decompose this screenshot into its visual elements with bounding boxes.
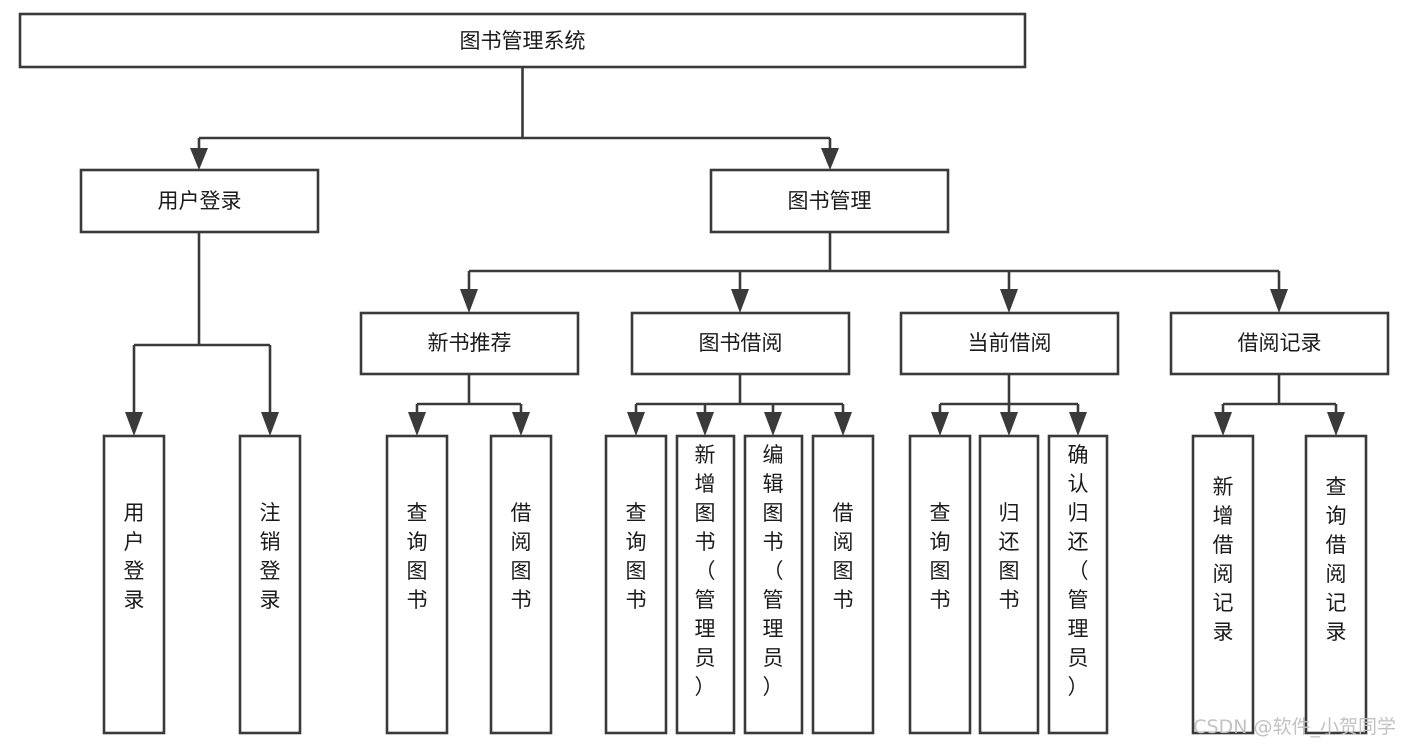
leaf-query-book-2-label: 查询图书 — [626, 501, 647, 612]
leaf-edit-book-box[interactable] — [743, 434, 804, 735]
node-borrow-record[interactable]: 借阅记录 — [1169, 311, 1390, 376]
node-current-borrow[interactable]: 当前借阅 — [899, 311, 1120, 376]
leaf-borrow-book-1[interactable]: 借阅图书 — [489, 434, 553, 735]
arrowhead-leaf-user-login — [125, 412, 143, 436]
arrowhead-borrow-record — [1270, 289, 1288, 313]
leaf-query-book-3[interactable]: 查询图书 — [908, 434, 972, 735]
leaf-query-book-2-box[interactable] — [604, 434, 668, 735]
node-current-borrow-label: 当前借阅 — [968, 331, 1052, 355]
leaf-confirm-return-box[interactable] — [1047, 434, 1109, 735]
leaf-edit-book[interactable]: 编辑图书（管理员） — [743, 434, 804, 735]
leaf-borrow-book-2[interactable]: 借阅图书 — [811, 434, 875, 735]
arrowhead-new-book-recommend — [460, 289, 478, 313]
leaf-add-book[interactable]: 新增图书（管理员） — [675, 434, 736, 735]
arrowhead-leaf-borrow-book-2 — [834, 412, 852, 436]
leaf-borrow-book-1-label: 借阅图书 — [511, 501, 532, 612]
leaf-query-book-1[interactable]: 查询图书 — [385, 434, 449, 735]
node-root[interactable]: 图书管理系统 — [18, 12, 1027, 69]
leaf-return-book-label: 归还图书 — [999, 501, 1020, 612]
leaf-add-record[interactable]: 新增借阅记录 — [1191, 434, 1255, 735]
leaf-query-book-1-label: 查询图书 — [407, 501, 428, 612]
leaf-add-record-label: 新增借阅记录 — [1213, 475, 1234, 644]
leaf-query-book-3-box[interactable] — [908, 434, 972, 735]
leaf-user-login-label: 用户登录 — [124, 501, 145, 612]
leaf-add-book-box[interactable] — [675, 434, 736, 735]
leaf-logout-login-label: 注销登录 — [260, 501, 281, 612]
watermark: CSDN @软件_小贺同学 — [1193, 716, 1396, 738]
arrowhead-leaf-query-book-3 — [931, 412, 949, 436]
leaf-query-record[interactable]: 查询借阅记录 — [1304, 434, 1368, 735]
leaf-query-book-1-box[interactable] — [385, 434, 449, 735]
arrowhead-leaf-query-book-1 — [408, 412, 426, 436]
leaf-user-login-box[interactable] — [102, 434, 166, 735]
leaf-query-book-3-label: 查询图书 — [930, 501, 951, 612]
arrowhead-leaf-query-book-2 — [627, 412, 645, 436]
arrowhead-current-borrow — [1000, 289, 1018, 313]
leaf-return-book-box[interactable] — [978, 434, 1040, 735]
leaf-logout-login[interactable]: 注销登录 — [238, 434, 302, 735]
leaf-return-book[interactable]: 归还图书 — [978, 434, 1040, 735]
leaf-query-book-2[interactable]: 查询图书 — [604, 434, 668, 735]
leaf-user-login[interactable]: 用户登录 — [102, 434, 166, 735]
arrowhead-leaf-logout-login — [261, 412, 279, 436]
node-book-borrow-box[interactable] — [630, 311, 851, 376]
arrowhead-leaf-query-record — [1327, 412, 1345, 436]
arrowhead-leaf-add-book — [696, 412, 714, 436]
arrowhead-user-login — [190, 148, 208, 170]
arrowhead-leaf-confirm-return — [1069, 412, 1087, 436]
node-user-login-box[interactable] — [79, 168, 320, 234]
arrowhead-leaf-return-book — [1000, 412, 1018, 436]
node-root-box[interactable] — [18, 12, 1027, 69]
node-current-borrow-box[interactable] — [899, 311, 1120, 376]
node-book-borrow[interactable]: 图书借阅 — [630, 311, 851, 376]
node-book-management[interactable]: 图书管理 — [709, 168, 950, 234]
arrowhead-book-management — [821, 148, 839, 170]
leaf-add-record-box[interactable] — [1191, 434, 1255, 735]
leaf-borrow-book-1-box[interactable] — [489, 434, 553, 735]
leaf-confirm-return-label: 确认归还（管理员） — [1068, 443, 1089, 699]
leaf-query-record-label: 查询借阅记录 — [1326, 475, 1347, 644]
node-user-login[interactable]: 用户登录 — [79, 168, 320, 234]
node-borrow-record-label: 借阅记录 — [1238, 331, 1322, 355]
arrowhead-book-borrow — [731, 289, 749, 313]
connector-layer — [125, 67, 1345, 436]
arrowhead-leaf-borrow-book-1 — [512, 412, 530, 436]
node-book-borrow-label: 图书借阅 — [699, 331, 783, 355]
arrowhead-leaf-add-record — [1214, 412, 1232, 436]
leaf-confirm-return[interactable]: 确认归还（管理员） — [1047, 434, 1109, 735]
node-new-book-recommend[interactable]: 新书推荐 — [359, 311, 580, 376]
node-book-management-box[interactable] — [709, 168, 950, 234]
leaf-add-book-label: 新增图书（管理员） — [695, 443, 716, 699]
arrowhead-leaf-edit-book — [764, 412, 782, 436]
leaf-borrow-book-2-box[interactable] — [811, 434, 875, 735]
leaf-query-record-box[interactable] — [1304, 434, 1368, 735]
leaf-borrow-book-2-label: 借阅图书 — [833, 501, 854, 612]
node-user-login-label: 用户登录 — [158, 189, 242, 213]
node-book-management-label: 图书管理 — [788, 189, 872, 213]
leaf-edit-book-label: 编辑图书（管理员） — [763, 443, 784, 699]
node-new-book-recommend-label: 新书推荐 — [428, 331, 512, 355]
node-borrow-record-box[interactable] — [1169, 311, 1390, 376]
node-root-label: 图书管理系统 — [460, 29, 586, 53]
leaf-logout-login-box[interactable] — [238, 434, 302, 735]
node-new-book-recommend-box[interactable] — [359, 311, 580, 376]
